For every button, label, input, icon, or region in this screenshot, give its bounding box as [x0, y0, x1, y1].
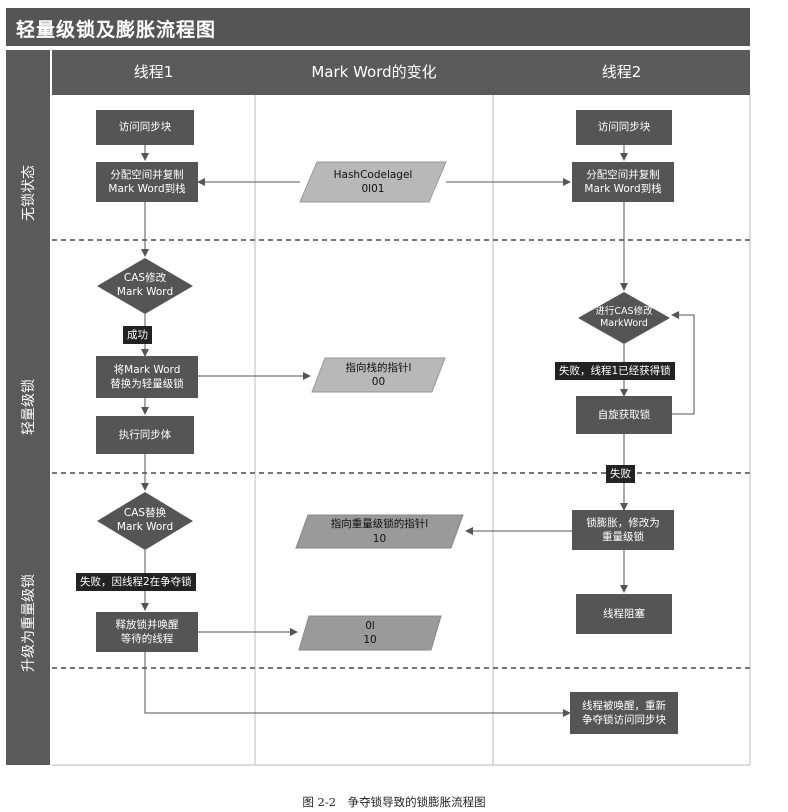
markword-stack-pointer-text: 指向栈的指针l 00: [345, 361, 412, 388]
state-sidebar: 无锁状态 轻量级锁 升级为重量级锁: [6, 50, 50, 765]
markword-final-text: 0l 10: [363, 619, 377, 646]
t2-blocked-box: 线程阻塞: [576, 594, 672, 634]
column-header-row: 线程1 Mark Word的变化 线程2: [52, 50, 750, 95]
t1-replace-lightweight-box: 将Mark Word 替换为轻量级锁: [96, 356, 198, 398]
markword-hashcode-text: HashCodelagel 0l01: [333, 168, 413, 195]
thread1-cas-modify-diamond: [97, 258, 193, 314]
t1-alloc-copy-box: 分配空间并复制 Mark Word到栈: [96, 162, 198, 202]
t1-success-tag: 成功: [123, 326, 152, 344]
flowchart-canvas: [52, 95, 751, 766]
t1-release-wake-box: 释放锁并唤醒 等待的线程: [96, 612, 198, 652]
t2-inflate-box: 锁膨胀，修改为 重量级锁: [572, 510, 674, 550]
t1-execute-body-box: 执行同步体: [96, 416, 194, 454]
t2-spin-box: 自旋获取锁: [576, 396, 672, 434]
markword-stack-pointer-shape: [311, 357, 446, 393]
t1-access-sync-box: 访问同步块: [96, 110, 194, 145]
t2-alloc-copy-box: 分配空间并复制 Mark Word到栈: [572, 162, 674, 202]
t1-cas-modify-label: CAS修改 Mark Word: [116, 272, 174, 298]
markword-heavy-pointer-shape: [295, 514, 464, 549]
title-bar: 轻量级锁及膨胀流程图: [6, 8, 750, 46]
column-header-markword: Mark Word的变化: [311, 63, 437, 81]
column-header-thread1: 线程1: [133, 63, 174, 81]
arrow-t2-spin-loop: [671, 311, 695, 415]
t2-fail-acquired-tag: 失败，线程1已经获得锁: [555, 362, 675, 380]
diagram-title: 轻量级锁及膨胀流程图: [16, 19, 217, 41]
markword-final-shape: [298, 615, 442, 651]
thread1-cas-replace-diamond: [97, 492, 193, 550]
t1-fail-contended-tag: 失败，因线程2在争夺锁: [76, 573, 196, 591]
arrow-t1-release-to-t2-woken: [144, 652, 571, 717]
t2-fail-tag: 失败: [606, 465, 635, 483]
t2-cas-try-label: 进行CAS修改 MarkWord: [595, 305, 653, 329]
column-header-thread2: 线程2: [601, 63, 642, 81]
t2-access-sync-box: 访问同步块: [576, 110, 672, 145]
markword-heavy-pointer-text: 指向重量级锁的指针l 10: [330, 518, 429, 545]
thread2-cas-try-diamond: [578, 292, 670, 344]
markword-hashcode-shape: [299, 161, 447, 203]
t2-woken-box: 线程被唤醒，重新 争夺锁访问同步块: [570, 692, 678, 734]
figure-caption: 图 2-2 争夺锁导致的锁膨胀流程图: [302, 795, 486, 809]
t1-cas-replace-label: CAS替换 Mark Word: [116, 507, 174, 533]
